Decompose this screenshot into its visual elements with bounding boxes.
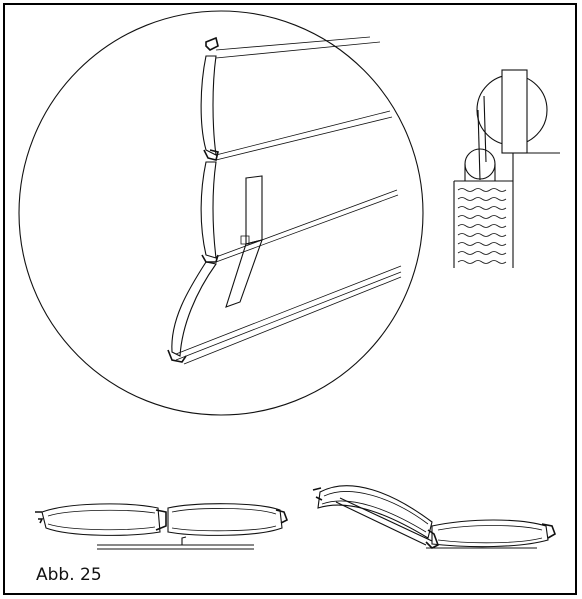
figure-caption: Abb. 25 <box>36 565 102 585</box>
magnified-detail-circle <box>18 10 424 416</box>
slat-detail-group <box>167 36 402 365</box>
figure-frame <box>3 3 577 595</box>
side-view-diagram <box>453 69 560 268</box>
lifted-slats-section <box>312 485 556 549</box>
flat-slats-section <box>35 503 289 550</box>
